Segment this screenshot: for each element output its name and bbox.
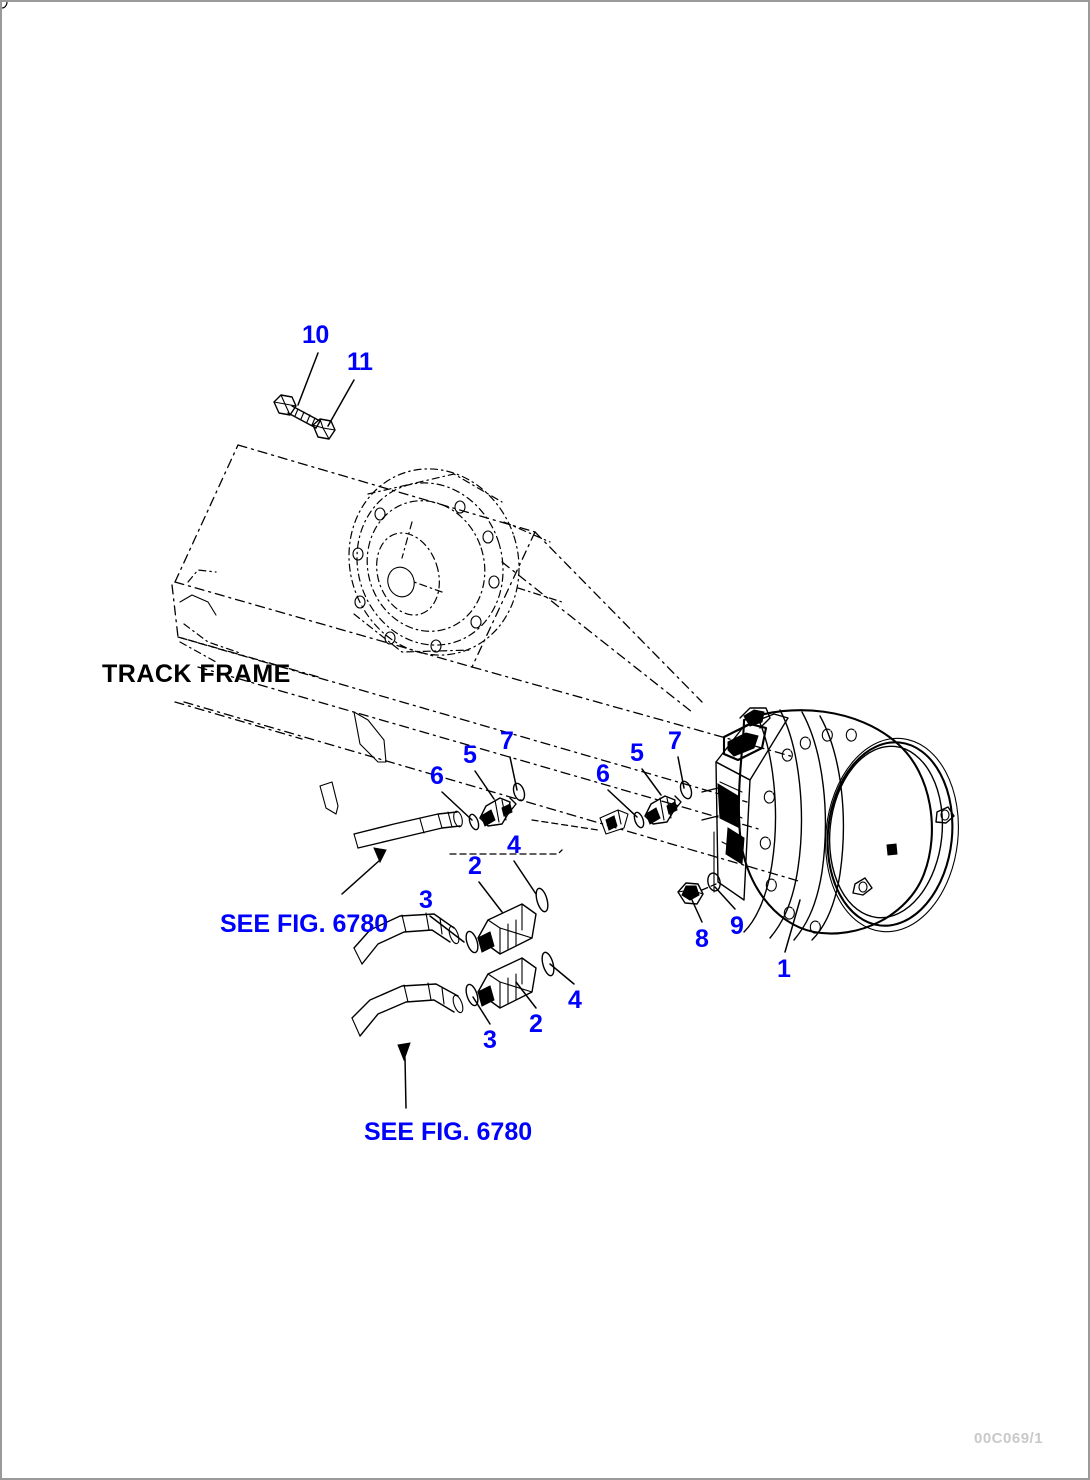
callout-6-left: 6 xyxy=(430,762,444,790)
callout-5-left: 5 xyxy=(463,741,477,769)
callout-1: 1 xyxy=(777,955,791,983)
sprocket-housing-outline xyxy=(2,2,563,656)
bolt-10 xyxy=(273,394,321,429)
figure-code: 00C069/1 xyxy=(974,1430,1044,1447)
elbow-fitting-right xyxy=(633,780,693,829)
callout-2-lower: 2 xyxy=(529,1010,543,1038)
callout-11: 11 xyxy=(347,348,373,376)
hydraulic-hose-upper xyxy=(341,810,463,895)
connector-fitting-upper xyxy=(465,887,549,955)
travel-motor-assembly xyxy=(701,707,959,941)
callout-7-right: 7 xyxy=(668,727,682,755)
washer-seal-9 xyxy=(707,872,721,892)
connector-fitting-lower xyxy=(465,951,555,1009)
hydraulic-hose-middle xyxy=(353,912,460,965)
leader-lines xyxy=(297,352,801,1025)
connecting-tube xyxy=(449,809,629,855)
elbow-fitting-left xyxy=(468,782,526,831)
callout-4-lower: 4 xyxy=(568,986,582,1014)
washer-11 xyxy=(312,418,336,440)
track-frame-outline xyxy=(171,444,803,883)
callout-5-right: 5 xyxy=(630,739,644,767)
callout-3-lower: 3 xyxy=(483,1026,497,1054)
hydraulic-hose-lower xyxy=(351,982,464,1109)
callout-10: 10 xyxy=(302,321,329,349)
track-frame-label: TRACK FRAME xyxy=(102,660,291,688)
see-fig-6780-upper: SEE FIG. 6780 xyxy=(220,910,389,938)
callout-9: 9 xyxy=(730,912,744,940)
callout-7-left: 7 xyxy=(500,727,514,755)
plug-bolt-8 xyxy=(677,882,704,905)
callout-6-right: 6 xyxy=(596,760,610,788)
callout-8: 8 xyxy=(695,925,709,953)
callout-2-upper: 2 xyxy=(468,852,482,880)
see-fig-6780-lower: SEE FIG. 6780 xyxy=(364,1118,533,1146)
callout-4-upper: 4 xyxy=(507,831,521,859)
callout-3-upper: 3 xyxy=(419,886,433,914)
